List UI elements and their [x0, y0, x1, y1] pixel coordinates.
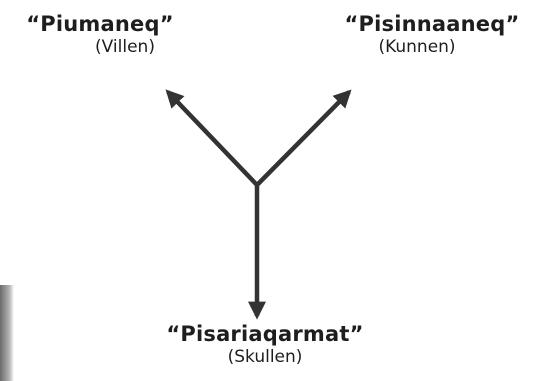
arrow-to-piumaneq — [165, 89, 259, 187]
node-term: “Pisinnaaneq” — [344, 12, 520, 36]
node-piumaneq: “Piumaneq” (Villen) — [0, 12, 200, 58]
node-term: “Piumaneq” — [26, 12, 174, 36]
node-gloss: (Skullen) — [227, 347, 303, 367]
node-pisinnaaneq: “Pisinnaaneq” (Kunnen) — [330, 12, 534, 58]
page-edge-shadow — [0, 285, 14, 381]
node-gloss: (Kunnen) — [378, 37, 456, 57]
arrow-to-pisinnaaneq — [255, 89, 352, 187]
node-term: “Pisariaqarmat” — [166, 322, 364, 346]
node-pisariaqarmat: “Pisariaqarmat” (Skullen) — [140, 322, 390, 368]
node-gloss: (Villen) — [95, 37, 155, 57]
